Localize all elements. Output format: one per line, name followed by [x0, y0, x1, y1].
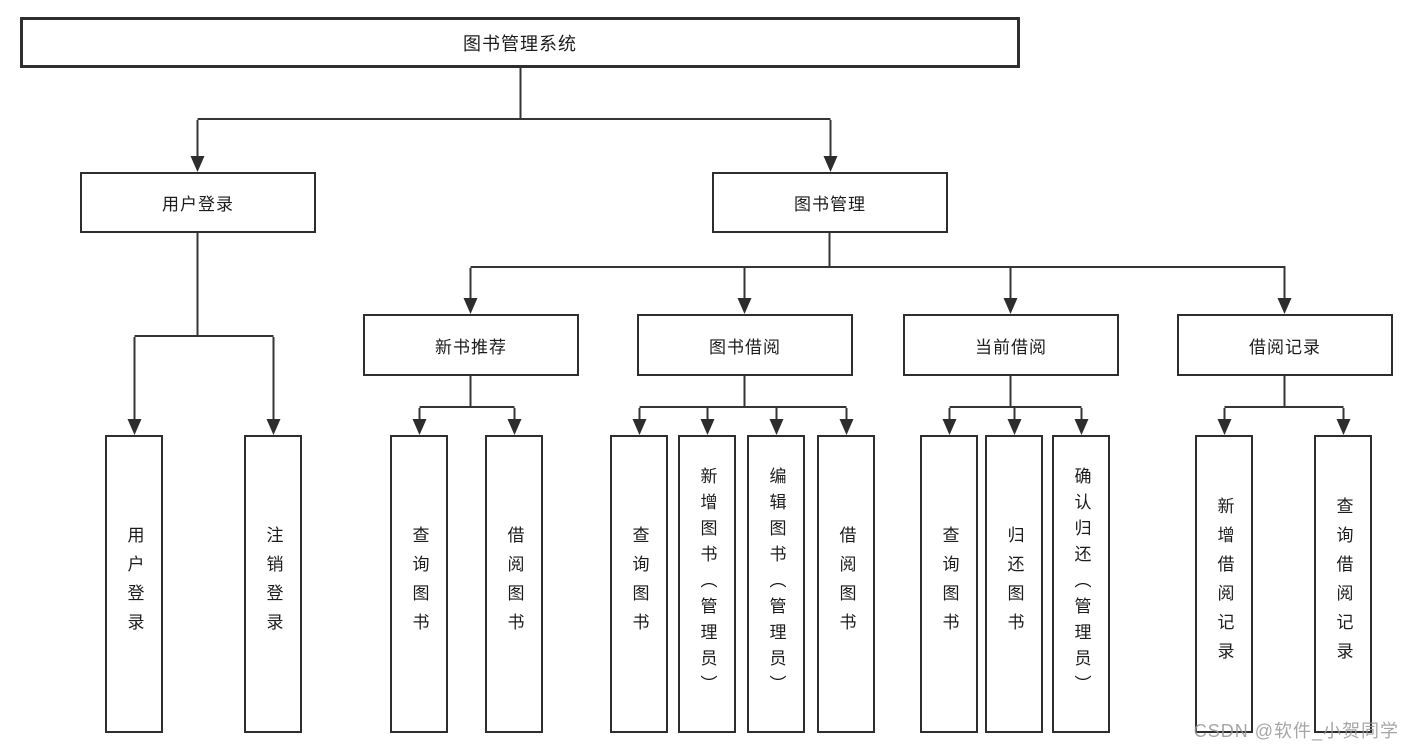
leaf-confirm-return-admin: 确认归还（管理员） — [1052, 435, 1110, 733]
node-label: 图书管理系统 — [463, 33, 577, 54]
node-label: 用户登录 — [162, 195, 234, 214]
connector-new-book-to-leaves — [412, 376, 522, 435]
node-book-borrow: 图书借阅 — [637, 314, 853, 376]
leaf-edit-books-admin: 编辑图书（管理员） — [747, 435, 805, 733]
leaf-label: 查询图书 — [629, 526, 649, 642]
node-label: 新书推荐 — [435, 337, 507, 357]
leaf-label: 新增图书（管理员） — [697, 467, 717, 701]
leaf-add-borrow-record: 新增借阅记录 — [1195, 435, 1253, 733]
node-book-management: 图书管理 — [712, 172, 948, 233]
connector-book-borrow-to-leaves — [632, 376, 854, 435]
leaf-label: 借阅图书 — [836, 526, 856, 642]
leaf-query-books-3: 查询图书 — [920, 435, 978, 733]
watermark-text: CSDN @软件_小贺同学 — [1193, 721, 1399, 741]
connector-book-management-to-level3 — [463, 233, 1292, 314]
connector-root-to-level2 — [190, 68, 838, 172]
node-label: 当前借阅 — [975, 337, 1047, 357]
connector-borrow-records-to-leaves — [1217, 376, 1351, 435]
leaf-label: 归还图书 — [1004, 526, 1024, 642]
leaf-borrow-books-1: 借阅图书 — [485, 435, 543, 733]
node-borrow-records: 借阅记录 — [1177, 314, 1393, 376]
node-label: 借阅记录 — [1249, 337, 1321, 357]
node-library-management-system: 图书管理系统 — [20, 17, 1020, 68]
leaf-label: 查询借阅记录 — [1333, 497, 1353, 671]
leaf-return-books: 归还图书 — [985, 435, 1043, 733]
leaf-label: 用户登录 — [124, 526, 144, 642]
leaf-label: 编辑图书（管理员） — [766, 467, 786, 701]
node-label: 图书管理 — [794, 195, 866, 214]
leaf-label: 借阅图书 — [504, 526, 524, 642]
node-user-login: 用户登录 — [80, 172, 316, 233]
leaf-label: 查询图书 — [409, 526, 429, 642]
leaf-label: 新增借阅记录 — [1214, 497, 1234, 671]
leaf-logout: 注销登录 — [244, 435, 302, 733]
leaf-label: 查询图书 — [939, 526, 959, 642]
leaf-add-books-admin: 新增图书（管理员） — [678, 435, 736, 733]
leaf-borrow-books-2: 借阅图书 — [817, 435, 875, 733]
leaf-label: 注销登录 — [263, 526, 283, 642]
leaf-query-books-1: 查询图书 — [390, 435, 448, 733]
leaf-query-borrow-record: 查询借阅记录 — [1314, 435, 1372, 733]
leaf-user-login: 用户登录 — [105, 435, 163, 733]
connector-user-login-to-leaves — [127, 233, 281, 435]
leaf-label: 确认归还（管理员） — [1071, 467, 1091, 701]
connector-current-borrow-to-leaves — [942, 376, 1089, 435]
node-label: 图书借阅 — [709, 337, 781, 357]
leaf-query-books-2: 查询图书 — [610, 435, 668, 733]
node-current-borrow: 当前借阅 — [903, 314, 1119, 376]
node-new-book-recommend: 新书推荐 — [363, 314, 579, 376]
